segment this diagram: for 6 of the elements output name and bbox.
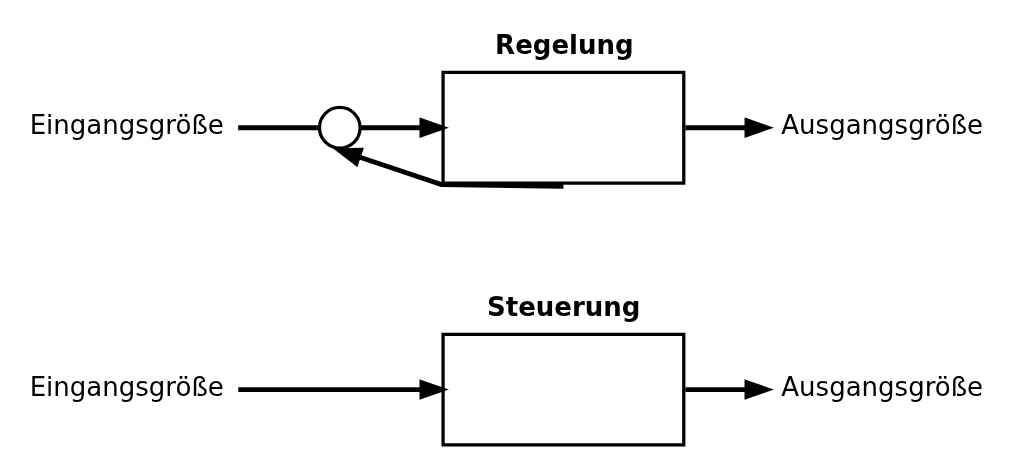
- node-text: Eingangsgröße: [29, 371, 224, 402]
- node-text: Ausgangsgröße: [781, 109, 984, 140]
- node-text: Eingangsgröße: [29, 109, 224, 140]
- node-label: Regelung: [495, 29, 634, 60]
- node-text: Ausgangsgröße: [781, 371, 984, 402]
- node-label: Steuerung: [486, 291, 641, 322]
